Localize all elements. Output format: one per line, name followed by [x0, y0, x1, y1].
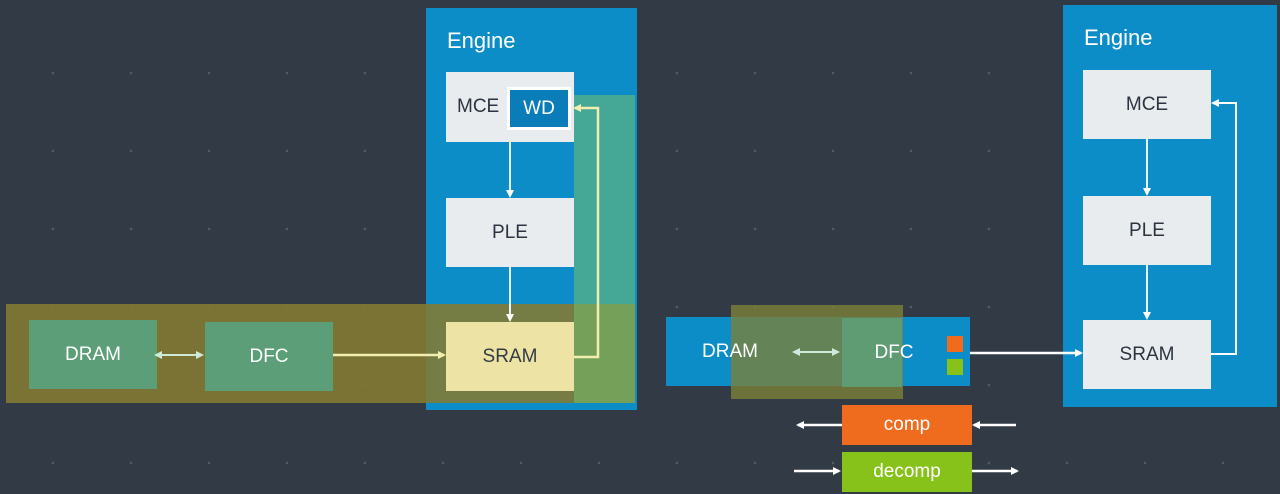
left-weight-path-highlight — [574, 95, 635, 403]
left-sram-to-wd-arrow — [573, 104, 600, 359]
right-dram-box: DRAM — [666, 317, 794, 386]
left-dfc-label: DFC — [249, 345, 289, 367]
left-sram-box: SRAM — [446, 322, 574, 391]
comp-label: comp — [883, 414, 931, 435]
right-dram-label: DRAM — [702, 340, 758, 362]
right-dfc-label-holder: DFC — [842, 318, 946, 387]
right-sram-box: SRAM — [1083, 320, 1211, 389]
left-engine-title: Engine — [447, 28, 516, 53]
left-mce-label: MCE — [457, 96, 500, 117]
right-dfc-label: DFC — [874, 341, 914, 363]
right-sram-to-mce-arrow — [1211, 99, 1237, 355]
right-mce-label: MCE — [1125, 93, 1169, 115]
right-ple-box: PLE — [1083, 196, 1211, 265]
left-wd-box: WD — [507, 87, 571, 130]
right-sram-label: SRAM — [1119, 343, 1175, 365]
left-dfc-box: DFC — [205, 322, 333, 391]
right-engine-title: Engine — [1084, 25, 1153, 50]
right-dfc-box — [842, 318, 902, 387]
right-ple-label: PLE — [1129, 219, 1165, 241]
left-ple-box: PLE — [446, 198, 574, 267]
right-mce-box: MCE — [1083, 70, 1211, 139]
left-dram-label: DRAM — [65, 343, 121, 365]
decomp-indicator-square — [947, 359, 963, 375]
left-ple-label: PLE — [492, 221, 528, 243]
decomp-label: decomp — [873, 461, 941, 482]
left-sram-label: SRAM — [482, 345, 538, 367]
left-wd-label: WD — [523, 97, 555, 119]
comp-box: comp — [842, 405, 972, 445]
decomp-box: decomp — [842, 452, 972, 492]
comp-indicator-square — [947, 336, 963, 352]
left-dram-box: DRAM — [29, 320, 157, 389]
